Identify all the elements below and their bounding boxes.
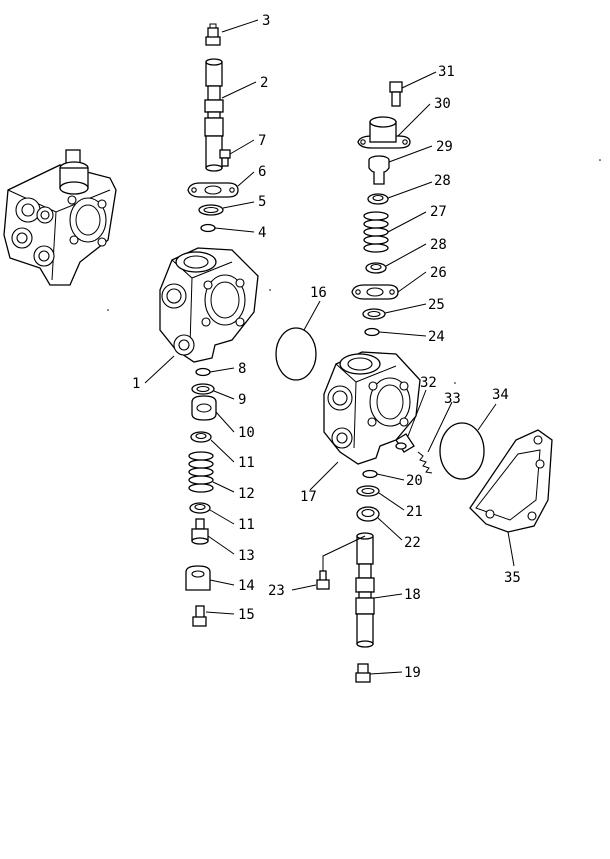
callout-28-lower: 28	[430, 237, 447, 253]
callout-11-upper: 11	[238, 455, 255, 471]
callout-4: 4	[258, 225, 266, 241]
callout-28-upper: 28	[434, 173, 451, 189]
callout-19: 19	[404, 665, 421, 681]
part-28-retainer-upper	[367, 193, 389, 205]
callout-10: 10	[238, 425, 255, 441]
callout-8: 8	[238, 361, 246, 377]
part-13-stopper	[191, 518, 209, 545]
callout-6: 6	[258, 164, 266, 180]
part-17-valve-body	[323, 351, 421, 465]
part-31-bolt	[389, 81, 403, 107]
part-3-plug	[205, 23, 221, 46]
part-14-cap	[185, 565, 211, 591]
part-11-retainer-upper	[190, 431, 212, 443]
callout-25: 25	[428, 297, 445, 313]
callout-15: 15	[238, 607, 255, 623]
callout-9: 9	[238, 392, 246, 408]
part-26-plate	[351, 284, 399, 300]
part-2-spool	[204, 58, 224, 172]
callout-13: 13	[238, 548, 255, 564]
callout-5: 5	[258, 194, 266, 210]
part-22-seat	[356, 506, 380, 522]
callout-23: 23	[268, 583, 285, 599]
callout-33: 33	[444, 391, 461, 407]
part-23-bolt	[316, 570, 330, 590]
part-15-bolt	[192, 605, 207, 627]
part-19-plug	[355, 663, 371, 683]
part-8-o-ring	[195, 367, 211, 377]
part-7-bolt	[219, 149, 231, 167]
callout-27: 27	[430, 204, 447, 220]
callout-11-lower: 11	[238, 517, 255, 533]
callout-1: 1	[132, 376, 140, 392]
part-10-seat	[191, 395, 217, 421]
callout-29: 29	[436, 139, 453, 155]
callout-labels: 3 2 7 6 5 4 1 8 9 10 11 12 11 13 14 15 1…	[132, 13, 521, 681]
callout-24: 24	[428, 329, 445, 345]
callout-2: 2	[260, 75, 268, 91]
part-6-plate	[187, 182, 239, 198]
callout-35: 35	[504, 570, 521, 586]
part-32-plug	[395, 433, 415, 453]
leader-lines	[144, 19, 515, 675]
callout-14: 14	[238, 578, 255, 594]
callout-21: 21	[406, 504, 423, 520]
part-24-o-ring	[364, 327, 380, 337]
part-11-retainer-lower	[189, 502, 211, 514]
scan-specks	[107, 159, 601, 384]
part-20-o-ring	[362, 469, 378, 479]
part-4-o-ring	[200, 223, 216, 233]
callout-3: 3	[262, 13, 270, 29]
part-12-spring	[188, 451, 214, 493]
callout-7: 7	[258, 133, 266, 149]
callout-32: 32	[420, 375, 437, 391]
part-27-spring	[363, 211, 389, 253]
callout-26: 26	[430, 265, 447, 281]
callout-22: 22	[404, 535, 421, 551]
part-35-end-cover	[469, 429, 553, 533]
part-28-retainer-lower	[365, 262, 387, 274]
reference-valve-assembly	[3, 149, 117, 286]
part-16-o-ring-large	[275, 327, 317, 381]
part-29-stopper	[368, 155, 390, 185]
part-33-spring-small	[417, 451, 433, 474]
callout-31: 31	[438, 64, 455, 80]
callout-30: 30	[434, 96, 451, 112]
part-30-cover	[357, 116, 411, 149]
part-34-o-ring	[439, 422, 485, 480]
part-1-valve-body	[159, 247, 259, 363]
callout-16: 16	[310, 285, 327, 301]
callout-18: 18	[404, 587, 421, 603]
callout-20: 20	[406, 473, 423, 489]
callout-34: 34	[492, 387, 509, 403]
callout-12: 12	[238, 486, 255, 502]
callout-17: 17	[300, 489, 317, 505]
part-18-spool	[355, 532, 375, 648]
